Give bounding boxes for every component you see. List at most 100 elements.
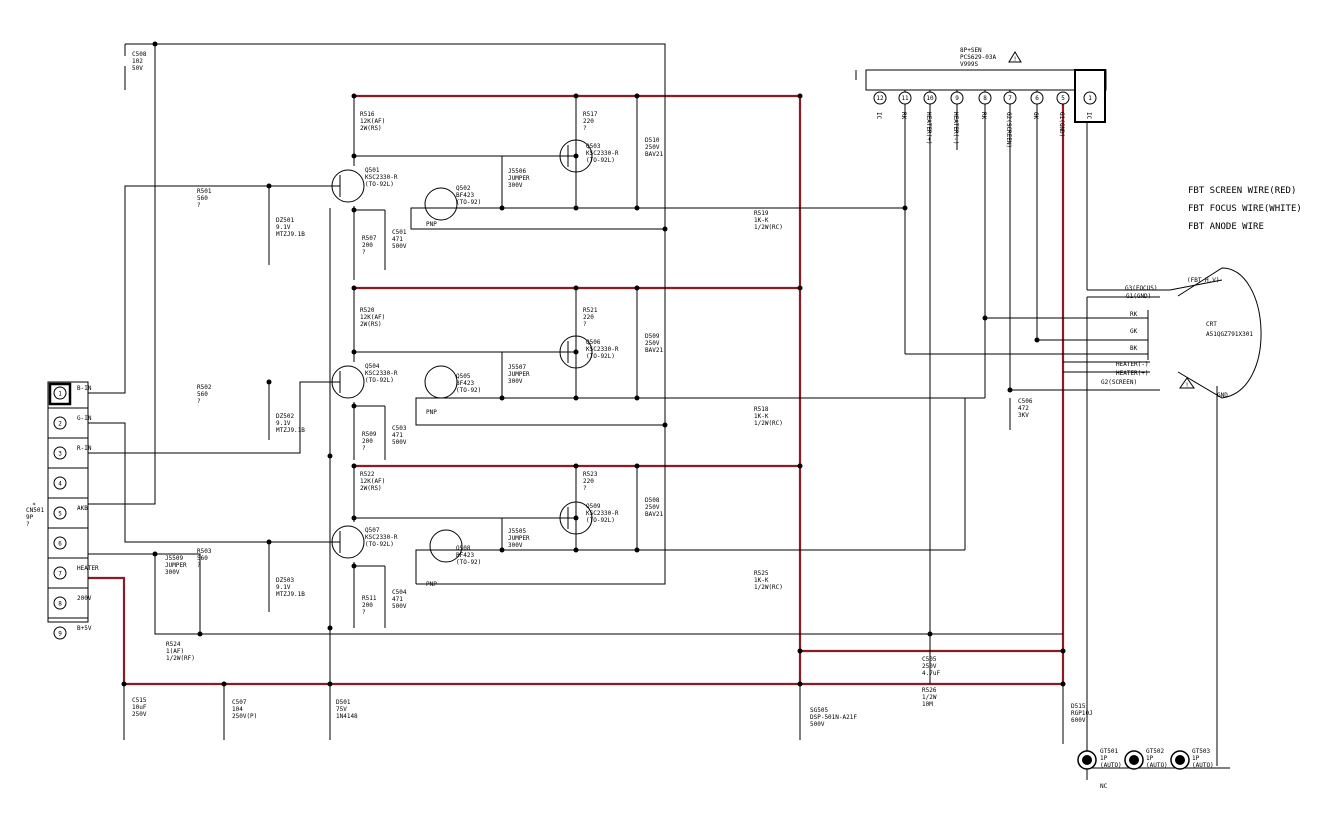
channel-r-em: ? xyxy=(362,609,366,616)
channel-cap: C504 xyxy=(392,589,407,596)
channel-q-out: KSC2330-R xyxy=(586,346,619,353)
channel-cap: C501 xyxy=(392,229,407,236)
c508-label: 50V xyxy=(132,65,143,72)
cn501-ref: CN501 xyxy=(26,507,44,514)
crt-label: CRT xyxy=(1206,321,1217,328)
crt-g1: G1(GND) xyxy=(1126,293,1151,300)
gt-label: GT503 xyxy=(1192,748,1210,755)
channel-r-out: R518 xyxy=(754,406,769,413)
channel-cap: 471 xyxy=(392,596,403,603)
cn501-pin-number: 4 xyxy=(58,481,62,488)
channel-r-col: 220 xyxy=(583,478,594,485)
cn501-pin-label: 200V xyxy=(77,595,92,602)
cn501-pin-label: B-IN xyxy=(77,385,92,392)
r524-label: 1/2W(RF) xyxy=(166,655,195,662)
cn501-pin xyxy=(53,476,67,490)
channel-q-main: (TO-92L) xyxy=(365,181,394,188)
c505-label: C505 xyxy=(922,656,937,663)
channel-pnp-label: PNP xyxy=(426,581,437,588)
gt-label: GT501 xyxy=(1100,748,1118,755)
gt-label: (AUTO) xyxy=(1192,762,1214,769)
channel-r-col: R517 xyxy=(583,111,598,118)
c508-label: 102 xyxy=(132,58,143,65)
socket-ref: V999S xyxy=(960,61,978,68)
channel-q-out: KSC2330-R xyxy=(586,510,619,517)
crt-gnd: GND xyxy=(1217,392,1228,399)
socket-pin-label: HEATER(-) xyxy=(952,112,959,145)
socket-pin-label: RK xyxy=(980,112,987,120)
cn501-ref: 9P xyxy=(26,514,34,521)
channel-jumper: J5505 xyxy=(508,528,526,535)
socket-pin-number: 10 xyxy=(926,95,934,102)
channel-diode: D508 xyxy=(645,497,660,504)
channel-q-out: (TO-92L) xyxy=(586,157,615,164)
channel-r-out: 1K-K xyxy=(754,577,769,584)
j5509-label: 300V xyxy=(165,569,180,576)
cn501-pin-label: AKB xyxy=(77,505,88,512)
channel-q-pnp: (TO-92) xyxy=(456,559,481,566)
channel-q-main: KSC2330-R xyxy=(365,174,398,181)
channel-q-pnp: Q505 xyxy=(456,373,471,380)
channel-q-pnp: BF423 xyxy=(456,552,474,559)
c515-label: 10uF xyxy=(132,704,147,711)
transistors xyxy=(331,139,593,563)
channel-zener: 9.1V xyxy=(276,420,291,427)
channel-r-em: 200 xyxy=(362,602,373,609)
channel-cap: C503 xyxy=(392,425,407,432)
channel-r-col: ? xyxy=(583,125,587,132)
wiring xyxy=(88,43,1230,780)
c505-label: 4.7uF xyxy=(922,670,940,677)
channel-pnp-label: PNP xyxy=(426,409,437,416)
cn501-pin-label: G-IN xyxy=(77,415,92,422)
channel-q-pnp: BF423 xyxy=(456,192,474,199)
channel-r-top: 12K(AF) xyxy=(360,314,385,321)
channel-r-col: ? xyxy=(583,485,587,492)
channel-r-in: ? xyxy=(197,202,201,209)
channel-diode: BAV21 xyxy=(645,151,663,158)
socket-pin xyxy=(950,91,964,105)
cn501-pin xyxy=(53,386,67,400)
cn501-pin xyxy=(53,506,67,520)
channel-diode: D510 xyxy=(645,137,660,144)
socket-pin-number: 6 xyxy=(1035,95,1039,102)
channel-cap: 500V xyxy=(392,243,407,250)
cn501-pin-number: 7 xyxy=(58,571,62,578)
channel-r-out: 1K-K xyxy=(754,217,769,224)
c515-label: 250V xyxy=(132,711,147,718)
c508-label: C508 xyxy=(132,51,147,58)
cn501-pin xyxy=(53,446,67,460)
channel-r-out: 1/2W(RC) xyxy=(754,584,783,591)
channel-zener: 9.1V xyxy=(276,584,291,591)
channel-zener: DZ502 xyxy=(276,413,294,420)
channel-zener: MTZJ9.1B xyxy=(276,427,305,434)
cn501-pin xyxy=(53,566,67,580)
channel-wiring-1 xyxy=(268,96,905,684)
channel-q-main: (TO-92L) xyxy=(365,541,394,548)
crt-gk: GK xyxy=(1130,328,1138,335)
channel-diode: 250V xyxy=(645,144,660,151)
channel-r-em: ? xyxy=(362,249,366,256)
channel-wiring-3 xyxy=(268,466,965,628)
channel-cap: 500V xyxy=(392,603,407,610)
channel-r-in: R501 xyxy=(197,188,212,195)
c506-label: 3KV xyxy=(1018,412,1029,419)
d501-label: D501 xyxy=(336,699,351,706)
crt-heater-plus: HEATER(+) xyxy=(1116,370,1149,377)
cn501-pin-number: 6 xyxy=(58,541,62,548)
r526-label: 10M xyxy=(922,701,933,708)
c507-label: 250V(P) xyxy=(232,713,257,720)
socket-pin xyxy=(873,91,887,105)
socket-pin-number: 11 xyxy=(901,95,909,102)
cn501-pin-number: 9 xyxy=(58,631,62,638)
crt-fbt-hv: (FBT H.V) xyxy=(1187,277,1220,284)
channel-r-em: 200 xyxy=(362,242,373,249)
channel-r-out: R519 xyxy=(754,210,769,217)
fbt-screen-note: FBT SCREEN WIRE(RED) xyxy=(1188,186,1296,196)
channel-pnp-label: PNP xyxy=(426,221,437,228)
cn501-ref: ? xyxy=(26,521,30,528)
sg505-label: 500V xyxy=(810,721,825,728)
cn501-pin xyxy=(53,536,67,550)
channel-r-in: ? xyxy=(197,398,201,405)
channel-r-in: 560 xyxy=(197,555,208,562)
j5509-label: JUMPER xyxy=(165,562,187,569)
